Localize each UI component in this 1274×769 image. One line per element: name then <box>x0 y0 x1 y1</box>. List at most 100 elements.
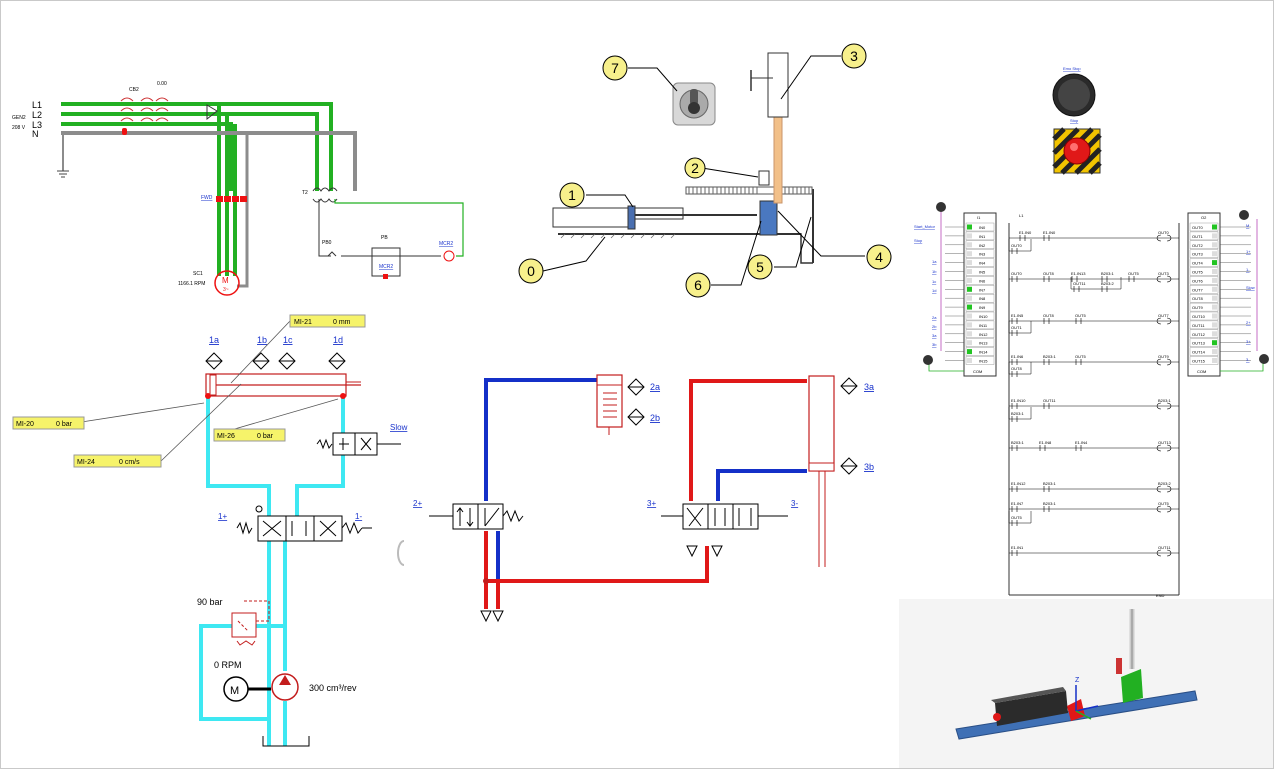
callout-4-text: 4 <box>875 249 883 265</box>
input-field-label[interactable]: 3b <box>932 342 937 347</box>
motor-m1-sub: 3~ <box>223 287 229 293</box>
output-row <box>1189 267 1219 276</box>
rung-coil-label: OUT7 <box>1158 313 1169 318</box>
output-led <box>1212 251 1217 257</box>
rung-coil-label: B203:2 <box>1158 481 1171 486</box>
input-led <box>967 322 972 328</box>
callout-6 <box>685 272 711 298</box>
input-field-label[interactable]: 3a <box>932 333 937 338</box>
rung-coil <box>1156 234 1172 242</box>
output-field-label[interactable]: 3- <box>1246 357 1250 362</box>
breaker-value: 0.00 <box>157 81 167 87</box>
input-row-label: IN4 <box>979 261 986 266</box>
sensor-3b-link[interactable]: 3b <box>864 462 874 472</box>
output-row <box>1189 338 1219 347</box>
output-row-label: OUT3 <box>1192 252 1203 257</box>
stop-button-link[interactable]: Emo Stop <box>1063 66 1081 71</box>
valve-1-plus-link[interactable]: 1+ <box>218 512 227 521</box>
rung-contact-label: OUT5 <box>1075 354 1086 359</box>
input-field-label[interactable]: Start_Motor <box>914 224 936 229</box>
rung-contact-label: OUT11 <box>1043 398 1056 403</box>
tank <box>262 736 310 747</box>
callout-7 <box>602 55 628 81</box>
input-row-label: IN12 <box>979 332 988 337</box>
valve-1-minus-link[interactable]: 1- <box>355 512 362 521</box>
input-row <box>965 347 995 356</box>
output-field-label[interactable]: Slow <box>1246 285 1255 290</box>
generator-label: GEN2 <box>12 115 26 121</box>
output-led <box>1212 340 1217 346</box>
rung-contact-label: OUT11 <box>1073 281 1086 286</box>
callout-6-leader <box>711 220 762 286</box>
input-led <box>967 286 972 292</box>
input-row-label: IN9 <box>979 305 986 310</box>
valve-3-plus-link[interactable]: 3+ <box>647 499 656 508</box>
input-row-label: IN5 <box>979 270 986 275</box>
hydraulic-circuit: 1a 1b 1c 1d MI-21 0 mm MI-20 0 bar MI-26… <box>12 314 408 747</box>
sensor-2b-link[interactable]: 2b <box>650 413 660 423</box>
sensor-1b-link[interactable]: 1b <box>257 335 267 345</box>
output-field-label[interactable]: 3+ <box>1246 339 1251 344</box>
svg-text:0 bar: 0 bar <box>257 433 274 440</box>
input-field-label[interactable]: 1c <box>932 279 936 284</box>
input-field-label[interactable]: 2b <box>932 324 937 329</box>
svg-text:MI-24: MI-24 <box>77 459 95 466</box>
rung-contact-label: B203:1 <box>1043 354 1056 359</box>
input-row <box>965 276 995 285</box>
stop-button-sub[interactable]: Stop <box>1070 118 1079 123</box>
rung-contact-label: E1.IN5 <box>1011 313 1024 318</box>
output-field-label[interactable]: 1- <box>1246 267 1250 272</box>
output-led <box>1212 358 1217 363</box>
pneumatic-valve-3 <box>682 503 759 530</box>
input-row <box>965 285 995 294</box>
input-field-label[interactable]: 2a <box>932 315 937 320</box>
rung-contact-label: B203:1 <box>1043 481 1056 486</box>
sensor-1c-link[interactable]: 1c <box>283 335 293 345</box>
mcr2-link[interactable]: MCR2 <box>439 241 453 247</box>
contactor-link[interactable]: FWD <box>201 195 213 201</box>
input-led <box>967 242 972 248</box>
sensor-1a-link[interactable]: 1a <box>209 335 219 345</box>
valve-2-plus-link[interactable]: 2+ <box>413 499 422 508</box>
output-row <box>1189 258 1219 267</box>
input-field-label[interactable]: Stop <box>914 238 923 243</box>
input-row-label: IN3 <box>979 252 986 257</box>
input-row <box>965 356 995 365</box>
output-led <box>1212 242 1217 248</box>
output-row-label: OUT14 <box>1192 350 1206 355</box>
output-led <box>1212 277 1217 283</box>
rung-contact-label: B203:1 <box>1011 411 1024 416</box>
callout-5 <box>747 254 773 280</box>
callout-0-leader <box>542 236 606 272</box>
sensor-2a-link[interactable]: 2a <box>650 382 660 392</box>
bus-l1 <box>61 102 333 191</box>
pb0-switch[interactable] <box>327 251 337 257</box>
input-led <box>967 260 972 266</box>
svg-text:MI-20: MI-20 <box>16 421 34 428</box>
valve-3-minus-link[interactable]: 3- <box>791 499 798 508</box>
callout-2-leader <box>701 167 759 178</box>
callout-2-text: 2 <box>691 160 699 176</box>
output-row-label: OUT13 <box>1192 341 1206 346</box>
motor-m1-symbol: M <box>222 276 229 285</box>
callout-0 <box>518 258 544 284</box>
sensor-1d-link[interactable]: 1d <box>333 335 343 345</box>
input-field-label[interactable]: 1a <box>932 259 937 264</box>
input-row <box>965 240 995 250</box>
slow-link[interactable]: Slow <box>390 423 408 432</box>
mcr2-coil-link[interactable]: MCR2 <box>379 264 393 270</box>
input-field-label[interactable]: 1d <box>932 288 936 293</box>
output-row-label: OUT0 <box>1192 225 1203 230</box>
output-field-label[interactable]: M <box>1246 223 1249 228</box>
output-field-label[interactable]: 2+ <box>1246 320 1251 325</box>
output-row <box>1189 294 1219 303</box>
emergency-stop-button[interactable] <box>1052 127 1102 175</box>
output-row <box>1189 329 1219 338</box>
output-field-label[interactable]: 1+ <box>1246 249 1251 254</box>
rung-coil <box>1156 485 1172 493</box>
input-led <box>967 304 972 310</box>
sensor-3a-link[interactable]: 3a <box>864 382 874 392</box>
input-led <box>967 251 972 257</box>
input-field-label[interactable]: 1b <box>932 269 937 274</box>
